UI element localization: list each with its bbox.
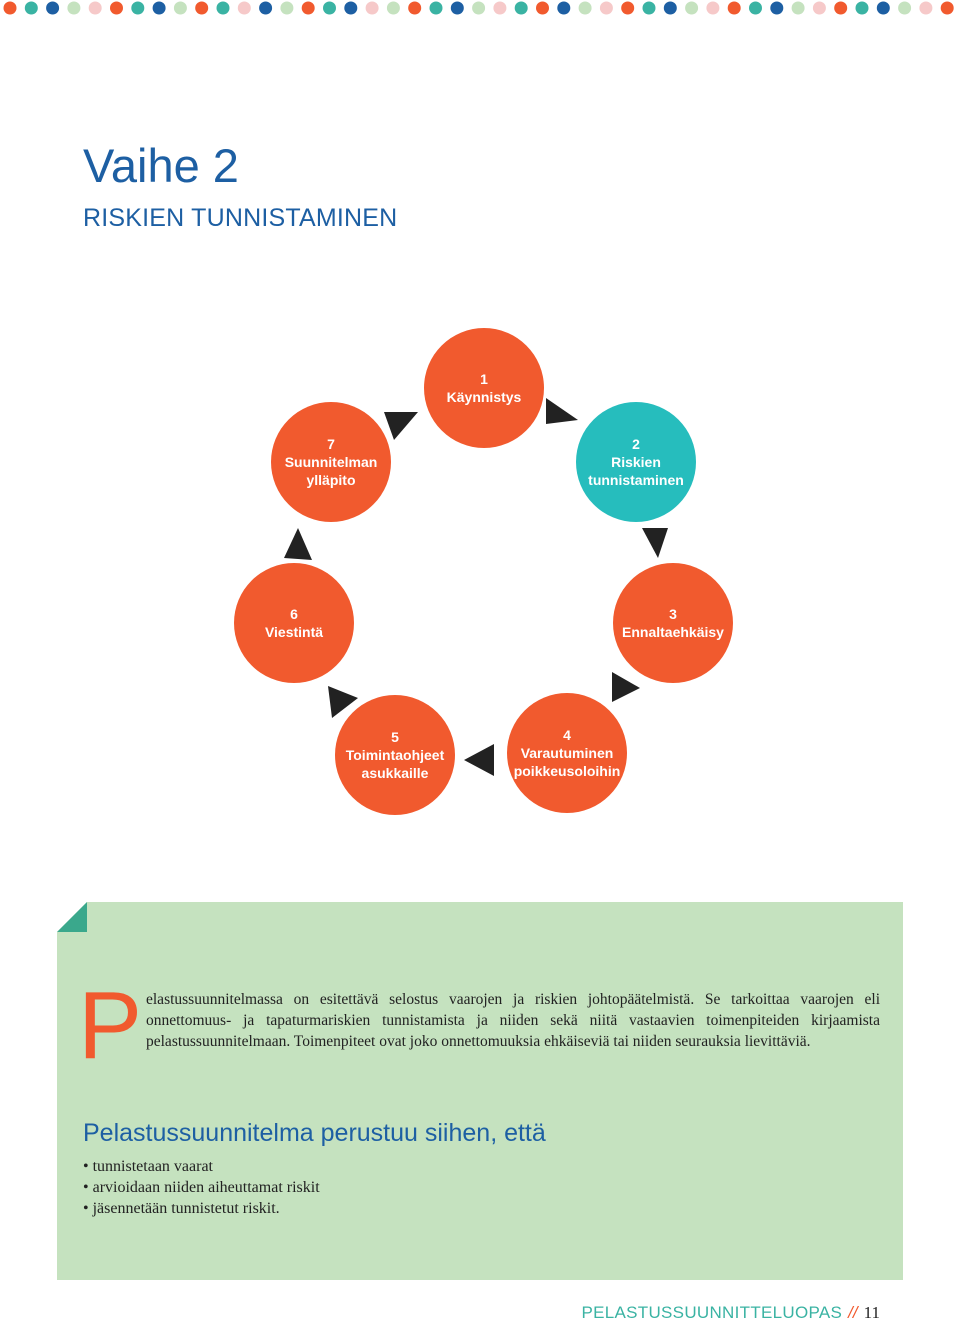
step-label: Viestintä: [264, 624, 324, 640]
decorative-dot: [195, 1, 209, 15]
panel-corner-fold: [57, 902, 87, 932]
decorative-dot: [791, 1, 805, 15]
decorative-dot: [855, 1, 869, 15]
decorative-dot: [578, 1, 592, 15]
decorative-dot: [472, 1, 486, 15]
decorative-dot: [280, 1, 294, 15]
cycle-arrows: [284, 398, 668, 776]
decorative-dot: [898, 1, 912, 15]
arrow-icon: [284, 528, 312, 560]
decorative-dot: [152, 1, 166, 15]
decorative-dot: [706, 1, 720, 15]
panel-heading: Pelastussuunnitelma perustuu siihen, ett…: [83, 1119, 546, 1147]
decorative-dot: [812, 1, 826, 15]
step-number: 7: [327, 436, 335, 452]
decorative-dot: [173, 1, 187, 15]
decorative-dot-border: [3, 1, 954, 15]
cycle-step-3: 3 Ennaltaehkäisy: [613, 563, 733, 683]
decorative-dot: [237, 1, 251, 15]
decorative-dot: [940, 1, 954, 15]
decorative-dot: [770, 1, 784, 15]
cycle-step-1: 1 Käynnistys: [424, 328, 544, 448]
decorative-dot: [514, 1, 528, 15]
lead-paragraph: elastussuunnitelmassa on esitettävä selo…: [146, 991, 880, 1050]
decorative-dot: [24, 1, 38, 15]
decorative-dot: [727, 1, 741, 15]
decorative-dot: [663, 1, 677, 15]
cycle-step-2: 2 Riskien tunnistaminen: [576, 402, 696, 522]
step-number: 4: [563, 727, 571, 743]
arrow-icon: [642, 528, 668, 558]
decorative-dot: [3, 1, 17, 15]
arrow-icon: [464, 744, 494, 776]
decorative-dot: [67, 1, 81, 15]
decorative-dot: [834, 1, 848, 15]
footer-separator: //: [848, 1303, 858, 1322]
step-label: Suunnitelman: [284, 454, 378, 470]
page-subtitle: RISKIEN TUNNISTAMINEN: [83, 204, 398, 232]
step-label: Riskien: [611, 454, 661, 470]
decorative-dot: [110, 1, 123, 15]
step-label: Toimintaohjeet: [345, 747, 445, 763]
arrow-icon: [546, 398, 578, 424]
decorative-dot: [876, 1, 890, 15]
decorative-dot: [46, 1, 60, 15]
cycle-step-4: 4 Varautuminen poikkeusoloihin: [507, 693, 627, 813]
step-label-line2: ylläpito: [306, 472, 356, 488]
arrow-icon: [612, 672, 640, 702]
decorative-dot: [536, 1, 549, 15]
step-label-line2: tunnistaminen: [588, 472, 684, 488]
decorative-dot: [429, 1, 443, 15]
decorative-dot: [749, 1, 762, 15]
page-title: Vaihe 2: [83, 139, 239, 192]
page-footer: PELASTUSSUUNNITTELUOPAS // 11: [581, 1302, 880, 1324]
decorative-dot: [599, 1, 613, 15]
step-number: 3: [669, 606, 677, 622]
decorative-dot: [919, 1, 933, 15]
step-label-line2: poikkeusoloihin: [513, 763, 621, 779]
list-item: tunnistetaan vaarat: [83, 1156, 320, 1177]
step-number: 1: [480, 371, 488, 387]
info-panel: [57, 902, 903, 1280]
decorative-dot: [365, 1, 379, 15]
decorative-dot: [493, 1, 507, 15]
step-label: Käynnistys: [446, 389, 522, 405]
decorative-dot: [323, 1, 336, 15]
decorative-dot: [216, 1, 230, 15]
decorative-dot: [642, 1, 656, 15]
cycle-step-5: 5 Toimintaohjeet asukkaille: [335, 695, 455, 815]
step-number: 2: [632, 436, 640, 452]
process-cycle-diagram: 1 Käynnistys 2 Riskien tunnistaminen 3 E…: [234, 328, 733, 815]
decorative-dot: [408, 1, 422, 15]
cycle-step-7: 7 Suunnitelman ylläpito: [271, 402, 391, 522]
decorative-dot: [685, 1, 699, 15]
decorative-dot: [259, 1, 273, 15]
drop-cap: P: [78, 972, 143, 1079]
step-label: Ennaltaehkäisy: [622, 624, 724, 640]
decorative-dot: [88, 1, 102, 15]
bullet-list: tunnistetaan vaarat arvioidaan niiden ai…: [83, 1156, 320, 1219]
decorative-dot: [344, 1, 358, 15]
cycle-step-6: 6 Viestintä: [234, 563, 354, 683]
decorative-dot: [557, 1, 571, 15]
arrow-icon: [328, 686, 358, 718]
decorative-dot: [301, 1, 315, 15]
list-item: jäsennetään tunnistetut riskit.: [83, 1198, 320, 1219]
list-item: arvioidaan niiden aiheuttamat riskit: [83, 1177, 320, 1198]
decorative-dot: [386, 1, 400, 15]
decorative-dot: [450, 1, 464, 15]
step-number: 6: [290, 606, 298, 622]
decorative-dot: [621, 1, 635, 15]
step-number: 5: [391, 729, 399, 745]
step-label-line2: asukkaille: [361, 765, 429, 781]
footer-brand: PELASTUSSUUNNITTELUOPAS: [581, 1303, 843, 1322]
step-label: Varautuminen: [520, 745, 614, 761]
decorative-dot: [131, 1, 145, 15]
page-number: 11: [863, 1303, 880, 1322]
arrow-icon: [384, 412, 418, 440]
